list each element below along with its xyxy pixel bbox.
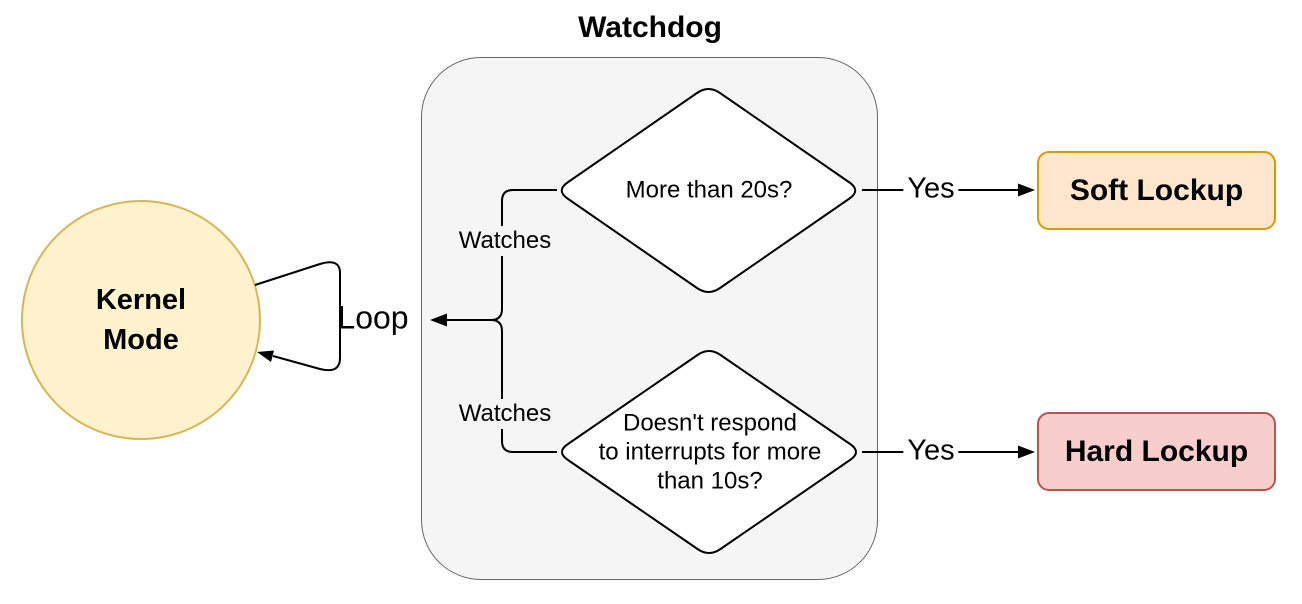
decision-hard-label: Doesn't respond to interrupts for more t… xyxy=(599,409,822,496)
decision-hard-label-line3: than 10s? xyxy=(657,467,763,495)
watchdog-title: Watchdog xyxy=(578,11,722,44)
kernel-mode-label-line1: Kernel xyxy=(95,284,187,316)
kernel-mode-label-line2: Mode xyxy=(103,324,179,356)
yes-label-soft: Yes xyxy=(903,172,959,206)
edge-watches-top xyxy=(490,189,557,321)
decision-soft-diamond xyxy=(560,88,857,293)
decision-soft-label: More than 20s? xyxy=(625,176,793,204)
arrowhead-yes-soft xyxy=(1018,183,1035,197)
soft-lockup-node: Soft Lockup xyxy=(1037,151,1276,230)
watches-label-top: Watches xyxy=(455,226,555,256)
loop-label: Loop xyxy=(337,299,409,336)
yes-label-hard: Yes xyxy=(903,434,959,468)
decision-hard-label-line1: Doesn't respond xyxy=(622,409,798,437)
arrowhead-kernel-self-loop xyxy=(257,350,274,362)
hard-lockup-label: Hard Lockup xyxy=(1064,434,1249,468)
arrowhead-watchdog-to-loop xyxy=(430,313,447,327)
arrowhead-yes-hard xyxy=(1018,445,1035,459)
edge-kernel-self-loop xyxy=(254,261,341,372)
decision-hard-diamond xyxy=(561,350,857,554)
edge-watches-bottom xyxy=(490,319,557,453)
watches-label-bottom: Watches xyxy=(455,399,555,429)
decision-hard-label-line2: to interrupts for more xyxy=(598,438,822,466)
kernel-mode-node: Kernel Mode xyxy=(21,200,261,440)
hard-lockup-node: Hard Lockup xyxy=(1037,412,1276,491)
soft-lockup-label: Soft Lockup xyxy=(1069,173,1244,207)
